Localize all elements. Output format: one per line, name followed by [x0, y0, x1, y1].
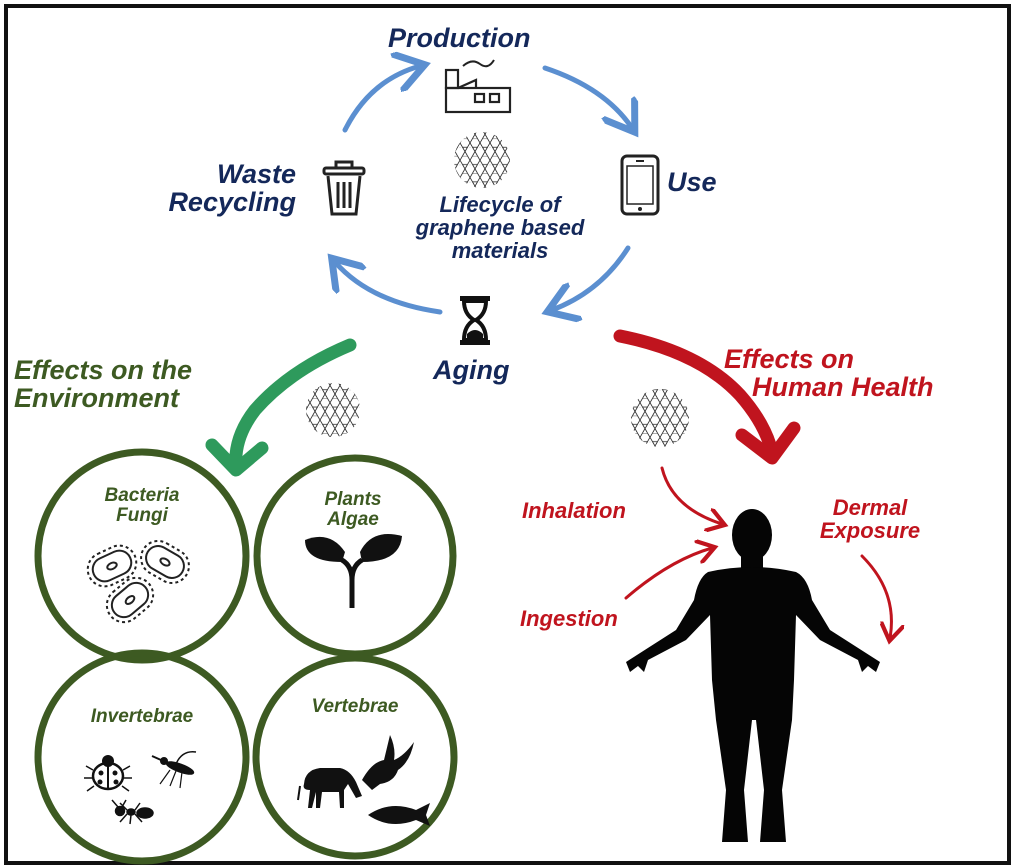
exposure-arrows — [624, 466, 891, 638]
label-dermal-exposure: Dermal Exposure — [800, 496, 940, 542]
graphene-icon — [306, 383, 360, 437]
label-waste-line2: Recycling — [168, 187, 296, 218]
environment-title-line1: Effects on the — [14, 355, 193, 385]
health-title-line1: Effects on — [724, 344, 855, 374]
environment-circles — [34, 448, 458, 865]
factory-icon — [444, 59, 512, 114]
label-production: Production — [388, 23, 531, 53]
environment-title: Effects on the Environment — [14, 356, 192, 413]
label-waste-line1: Waste — [216, 159, 296, 189]
label-inhalation: Inhalation — [522, 498, 626, 523]
hourglass-icon — [460, 296, 490, 345]
circle-plants-algae — [253, 454, 457, 658]
circle-bacteria-fungi — [34, 448, 250, 664]
label-invertebrae: Invertebrae — [90, 706, 194, 727]
environment-title-line2: Environment — [14, 383, 180, 414]
bacteria-icon — [86, 540, 190, 624]
label-center-line2: graphene based — [415, 215, 585, 241]
label-vertebrae: Vertebrae — [311, 696, 399, 717]
eagle-icon — [362, 735, 414, 790]
label-dermal: Dermal — [832, 495, 908, 520]
phone-icon — [620, 154, 660, 216]
graphene-icon — [631, 389, 689, 447]
arrow-production-to-use — [542, 65, 632, 128]
label-waste-recycling: Waste Recycling — [130, 160, 296, 217]
label-exposure: Exposure — [819, 518, 921, 544]
ladybug-icon — [84, 755, 132, 792]
fish-icon — [368, 803, 430, 826]
environment-arrow — [205, 338, 357, 477]
diagram-frame — [4, 4, 1011, 865]
circle-vertebrae — [252, 654, 458, 860]
label-lifecycle-center: Lifecycle of graphene based materials — [380, 193, 620, 262]
arrow-aging-to-waste — [335, 262, 443, 315]
arrow-inhalation — [660, 466, 722, 524]
horse-icon — [297, 768, 362, 808]
label-center-line1: Lifecycle of — [439, 192, 561, 217]
arrow-dermal — [860, 554, 891, 638]
health-arrow — [613, 329, 801, 465]
label-ingestion: Ingestion — [520, 606, 618, 631]
label-aging: Aging — [433, 355, 510, 385]
health-title-line2: Human Health — [752, 372, 934, 403]
label-bacteria-fungi: Bacteria Fungi — [62, 486, 222, 526]
arrow-ingestion — [624, 548, 712, 600]
circle-invertebrae — [34, 649, 250, 865]
ant-icon — [111, 799, 154, 825]
human-silhouette-icon — [626, 509, 880, 842]
sprout-icon — [305, 534, 402, 608]
arrow-use-to-aging — [552, 245, 631, 310]
label-center-line3: materials — [451, 238, 549, 264]
mosquito-icon — [151, 751, 197, 789]
arrow-waste-to-production — [342, 66, 420, 133]
lifecycle-arrows — [335, 66, 632, 312]
label-algae: Algae — [327, 508, 379, 530]
graphene-icon — [454, 132, 510, 188]
label-use: Use — [667, 167, 717, 197]
label-fungi: Fungi — [116, 504, 168, 526]
label-bacteria: Bacteria — [104, 485, 180, 506]
health-title: Effects on Human Health — [724, 345, 934, 402]
label-plants: Plants — [324, 489, 382, 510]
label-plants-algae: Plants Algae — [278, 490, 428, 530]
trash-icon — [322, 160, 366, 216]
